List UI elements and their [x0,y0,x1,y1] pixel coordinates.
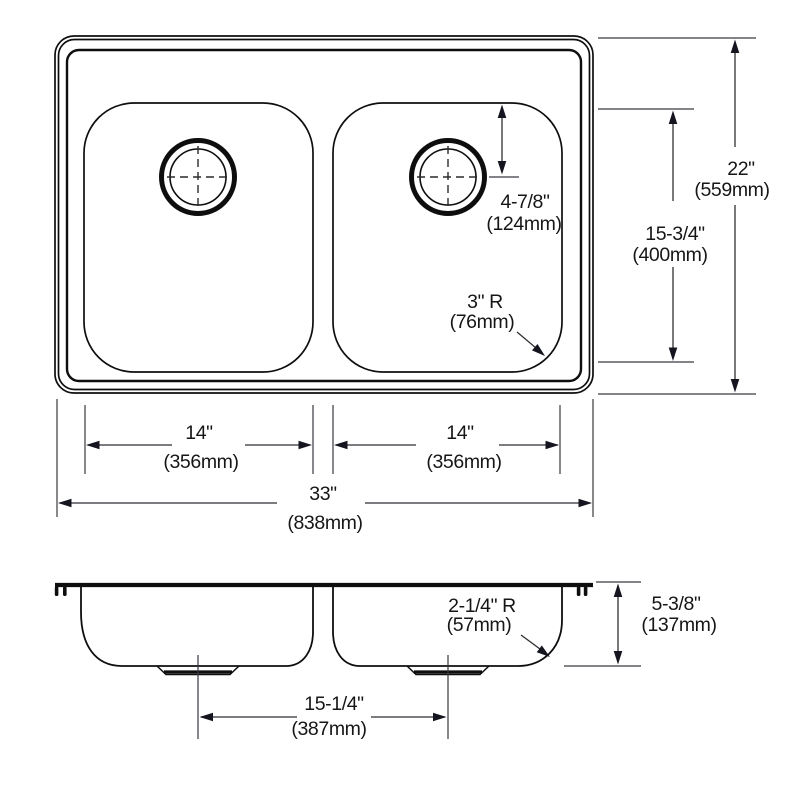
dim-label-mm: (356mm) [163,451,238,473]
left-drain [159,138,237,216]
dim-label-mm: (400mm) [632,244,707,266]
dim-label-mm: (387mm) [291,718,366,740]
dim-label-mm: (356mm) [426,451,501,473]
dim-overall-depth: 22" (559mm) [598,37,770,395]
dim-label-in: 14" [446,422,474,444]
arrow-diagonal-icon [536,645,550,657]
dim-label-mm: (137mm) [641,614,716,636]
leader-line [516,331,537,349]
arrow-up-icon [668,110,678,124]
dim-drain-offset: 4-7/8" (124mm) [486,104,562,235]
left-bowl-profile [80,586,314,667]
dim-label-mm: (838mm) [287,512,362,534]
mounting-clip-icon [583,586,588,596]
right-drain-ring [409,138,487,216]
sink-rim-inner-edge [65,48,583,383]
dim-label-mm: (57mm) [447,614,512,636]
arrow-right-icon [545,440,559,450]
dim-bowl-depth: 15-3/4" (400mm) [598,108,708,363]
arrow-diagonal-icon [532,344,545,356]
arrow-right-icon [298,440,312,450]
dim-bowl-width-right: 14" (356mm) [332,405,561,474]
mounting-clip-icon [54,586,59,596]
section-view: 2-1/4" R (57mm) 5-3/8" (137mm) 15-1/4" (… [54,581,717,740]
dim-section-depth: 5-3/8" (137mm) [564,581,717,667]
sink-outer-edge-second-line [57,38,591,391]
arrow-up-icon [730,39,740,53]
mounting-clip-icon [63,586,67,596]
sink-outer-edge [54,35,594,394]
dim-label-mm: (124mm) [486,213,561,235]
left-bowl [83,102,314,373]
dim-label-in: 14" [185,422,213,444]
leader-line [520,634,541,650]
right-bowl-profile [332,586,563,667]
dim-label-mm: (76mm) [450,311,515,333]
dim-label-in: 5-3/8" [652,593,701,615]
dim-label-mm: (559mm) [694,179,769,201]
arrow-left-icon [334,440,348,450]
arrow-left-icon [86,440,100,450]
arrow-up-icon [497,104,507,118]
dim-corner-radius: 3" R (76mm) [450,291,545,356]
right-drain [409,138,487,216]
arrow-down-icon [730,379,740,393]
arrow-right-icon [433,712,447,722]
arrow-right-icon [578,498,592,508]
dim-label-in: 4-7/8" [501,191,550,213]
dim-overall-width: 33" (838mm) [58,399,594,534]
dim-label-in: 33" [309,483,337,505]
dim-label-in: 15-3/4" [645,223,705,245]
right-bowl [332,102,563,373]
dim-bowl-bottom-radius: 2-1/4" R (57mm) [447,595,550,657]
top-view: 4-7/8" (124mm) 22" (559mm) 15-3/4" (400m… [54,35,770,534]
dim-label-in: 15-1/4" [304,693,364,715]
dim-drain-centers: 15-1/4" (387mm) [197,655,449,740]
dim-label-in: 22" [727,158,755,180]
dim-label-in: 3" R [467,291,503,313]
dim-bowl-width-left: 14" (356mm) [56,399,314,517]
arrow-down-icon [613,651,623,665]
dim-label-in: 2-1/4" R [448,595,516,617]
left-drain-ring [159,138,237,216]
arrow-left-icon [199,712,213,722]
arrow-down-icon [668,347,678,361]
arrow-left-icon [58,498,72,508]
arrow-down-icon [497,161,507,175]
arrow-up-icon [613,583,623,597]
mounting-clip-icon [576,586,581,596]
